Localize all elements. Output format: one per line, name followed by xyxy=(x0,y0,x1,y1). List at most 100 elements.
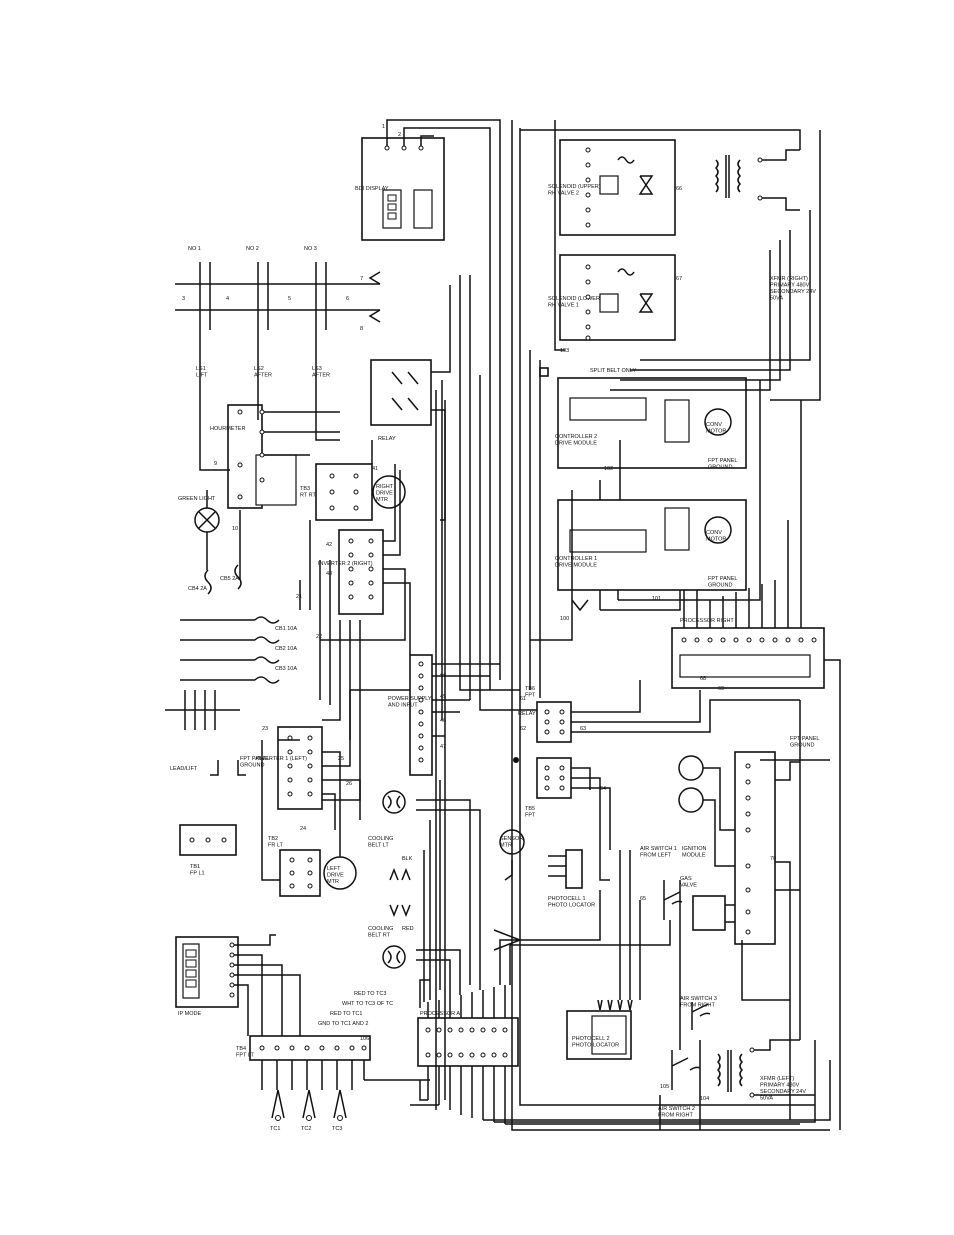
solenoid-upper-label: SOLENOID (UPPER)RH VALVE 2 xyxy=(548,184,601,197)
processor-right-label: PROCESSOR RIGHT xyxy=(680,618,734,624)
sensor-lead-blk: BLK xyxy=(402,856,413,862)
processor-a: PROCESSOR A xyxy=(410,985,831,1125)
inverter-left-label: INVERTER 1 (LEFT) xyxy=(256,756,307,762)
processor-a-top-terminals xyxy=(425,1027,508,1033)
hourmeter-block: HOURMETER xyxy=(210,404,340,509)
thermocouple-tc3: TC3 xyxy=(332,1089,347,1132)
wire-num-11: 21 xyxy=(296,594,302,600)
circuit-breakers: CB4 2A CB5 2A CB1 10A CB2 10A CB3 10A xyxy=(180,564,297,684)
solenoid-upper-terminals xyxy=(585,147,591,228)
tc-note-2: RED TO TC1 xyxy=(330,1011,362,1017)
contactor-row: NO 1 NO 2 NO 3 xyxy=(175,246,381,330)
wire-num-31: 102 xyxy=(604,466,613,472)
wire-num-7: 7 xyxy=(360,276,363,282)
wire-num-29: 100 xyxy=(560,616,569,622)
wire-num-10: 10 xyxy=(232,526,238,532)
wire-num-39: 105 xyxy=(660,1084,669,1090)
solenoid-lower-label: SOLENOID (LOWER)RH VALVE 1 xyxy=(548,296,602,309)
wire-num-19: 43 xyxy=(326,571,332,577)
green-light-label: GREEN LIGHT xyxy=(178,496,216,502)
wire-num-3: 3 xyxy=(182,296,185,302)
inverter-right-label: INVERTER 2 (RIGHT) xyxy=(318,561,373,567)
bdi-display-label: BDI DISPLAY xyxy=(355,186,389,192)
wire-num-30: 101 xyxy=(652,596,661,602)
wire-num-28: 65 xyxy=(640,896,646,902)
cb2-label: CB2 10A xyxy=(275,646,297,652)
wire-num-15: 25 xyxy=(338,756,344,762)
wire-num-40: 106 xyxy=(360,1036,369,1042)
wire-num-38: 104 xyxy=(700,1096,709,1102)
tc2-label: TC2 xyxy=(301,1126,311,1132)
wire-num-4: 4 xyxy=(226,296,229,302)
cb1-label: CB1 10A xyxy=(275,626,297,632)
cb4-label: CB4 2A xyxy=(188,586,207,592)
sensor-lead-red: RED xyxy=(402,926,414,932)
wire-num-33: 66 xyxy=(676,186,682,192)
inverter-right: INVERTER 2 (RIGHT) xyxy=(318,529,384,615)
relay-1-label: RELAY xyxy=(378,436,396,442)
processor-right-terminals xyxy=(681,637,817,643)
solenoid-upper: SOLENOID (UPPER)RH VALVE 2 xyxy=(548,139,676,236)
ip-mode-switch[interactable]: IP MODE xyxy=(175,934,301,1036)
split-belt-note: SPLIT BELT ONLY xyxy=(590,368,636,374)
wire-num-20: 44 xyxy=(440,672,446,678)
contact-label-no3: NO 3 xyxy=(304,246,317,252)
bdi-display: BDI DISPLAY xyxy=(355,119,501,690)
contact-2: NO 2 xyxy=(246,246,269,330)
contact-label-no2: NO 2 xyxy=(246,246,259,252)
tc1-label: TC1 xyxy=(270,1126,280,1132)
ip-mode-label: IP MODE xyxy=(178,1011,201,1017)
ignition-terminals xyxy=(745,763,751,935)
wire-num-17: 41 xyxy=(372,466,378,472)
processor-right: PROCESSOR RIGHT xyxy=(671,400,841,1130)
contact-3: NO 3 xyxy=(304,246,327,330)
wire-num-34: 67 xyxy=(676,276,682,282)
wire-num-18: 42 xyxy=(326,542,332,548)
wire-num-26: 63 xyxy=(580,726,586,732)
tc3-label: TC3 xyxy=(332,1126,342,1132)
wire-num-14: 24 xyxy=(300,826,306,832)
relay-2: RELAY xyxy=(513,701,572,799)
wire-num-9: 9 xyxy=(214,461,217,467)
wire-num-1: 1 xyxy=(382,124,385,130)
cooling-sensor-leads: BLK RED xyxy=(389,856,414,932)
wiring-bus xyxy=(199,120,830,1131)
wire-num-6: 6 xyxy=(346,296,349,302)
